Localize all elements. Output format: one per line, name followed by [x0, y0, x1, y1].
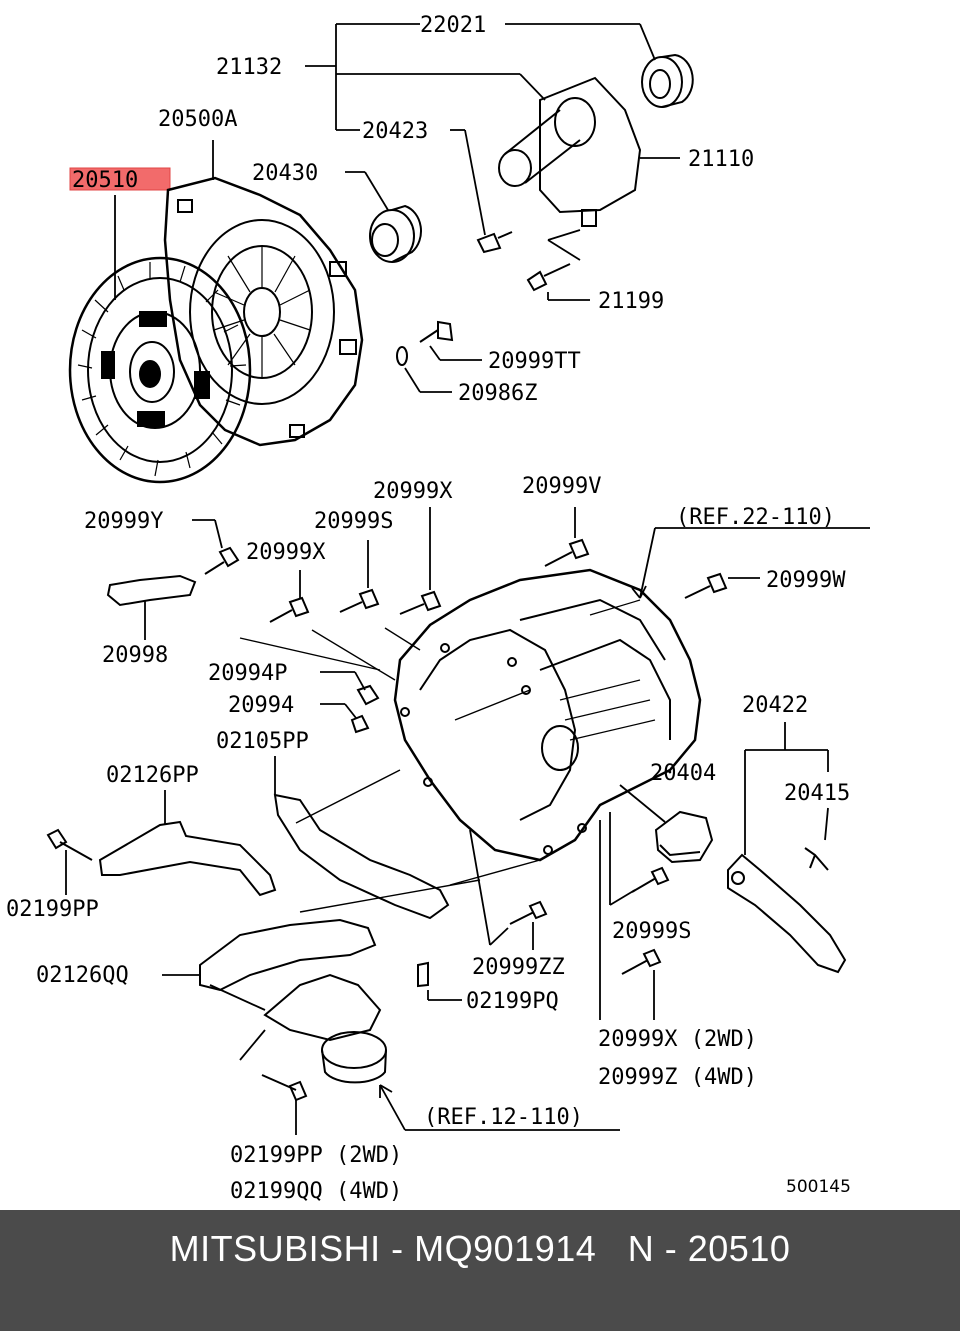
label-20500a: 20500A	[158, 107, 237, 132]
label-20404: 20404	[650, 761, 716, 786]
engine-mount-drawing	[261, 973, 387, 1102]
label-02126pp: 02126PP	[106, 763, 199, 788]
front-cover-drawing	[498, 76, 642, 227]
crossmember-drawing	[273, 793, 450, 920]
label-ref-12-110: (REF.12-110)	[424, 1105, 583, 1130]
bracket-02126qq-drawing	[199, 918, 377, 992]
label-20999v: 20999V	[522, 474, 601, 499]
label-20999zz: 20999ZZ	[472, 955, 565, 980]
footer-part-info: MITSUBISHI - MQ901914 N - 20510	[169, 1228, 791, 1269]
label-21132: 21132	[216, 55, 282, 80]
dashed-lines	[239, 627, 541, 913]
label-20999s-top: 20999S	[314, 509, 393, 534]
label-02126qq: 02126QQ	[36, 963, 129, 988]
label-21110: 21110	[688, 147, 754, 172]
label-20422: 20422	[742, 693, 808, 718]
leader-lines	[65, 23, 870, 1135]
labels: 22021 21132 20423 20500A 20510 20430 211…	[6, 13, 851, 1204]
label-20999s-bottom: 20999S	[612, 919, 691, 944]
bolt-20999zz	[509, 900, 548, 925]
ref22-arrow	[631, 585, 647, 599]
label-20430: 20430	[252, 161, 318, 186]
label-22021: 22021	[420, 13, 486, 38]
bracket-20998-drawing	[106, 574, 197, 607]
bolt-20999x-bottom	[621, 948, 662, 975]
footer-bar: MITSUBISHI - MQ901914 N - 20510	[0, 1210, 960, 1331]
bracket-02126pp-drawing	[98, 820, 277, 897]
label-20999z-4wd: 20999Z (4WD)	[598, 1065, 757, 1090]
label-02199qq-4wd: 02199QQ (4WD)	[230, 1179, 402, 1204]
label-20999x-top: 20999X	[373, 479, 453, 504]
parts-diagram: 22021 21132 20423 20500A 20510 20430 211…	[6, 13, 870, 1204]
label-02199pq: 02199PQ	[466, 989, 559, 1014]
label-20994: 20994	[228, 693, 294, 718]
label-02199pp-left: 02199PP	[6, 897, 99, 922]
small-bolts-top	[396, 231, 571, 366]
clutch-disc-drawing	[68, 256, 252, 484]
mid-bolts	[204, 538, 728, 734]
label-20423: 20423	[362, 119, 428, 144]
label-20994p: 20994P	[208, 661, 287, 686]
label-20999w: 20999W	[766, 568, 846, 593]
clutch-cover-drawing	[163, 176, 364, 447]
bolt-02199pp-left	[46, 828, 93, 861]
label-20999x-mid: 20999X	[246, 540, 326, 565]
release-bearing-drawing	[369, 204, 423, 263]
diagram-code: 500145	[786, 1177, 851, 1197]
transmission-case-drawing	[393, 568, 702, 862]
label-20415: 20415	[784, 781, 850, 806]
label-20999tt: 20999TT	[488, 349, 581, 374]
ref12-arrow	[379, 1084, 393, 1098]
mount-rubber-20404-drawing	[654, 810, 714, 864]
label-20999x-2wd: 20999X (2WD)	[598, 1027, 757, 1052]
label-20999y: 20999Y	[84, 509, 163, 534]
label-20510: 20510	[72, 168, 138, 193]
label-20986z: 20986Z	[458, 381, 537, 406]
label-21199: 21199	[598, 289, 664, 314]
release-fork-drawing	[727, 847, 847, 974]
oil-seal-drawing	[641, 53, 694, 108]
label-ref-22-110: (REF.22-110)	[676, 505, 835, 530]
bolt-02199pq	[417, 961, 429, 988]
label-02199pp-2wd: 02199PP (2WD)	[230, 1143, 402, 1168]
highlight-20510	[69, 167, 171, 191]
label-02105pp: 02105PP	[216, 729, 309, 754]
bolt-20999s-bottom	[631, 866, 670, 893]
label-20998: 20998	[102, 643, 168, 668]
